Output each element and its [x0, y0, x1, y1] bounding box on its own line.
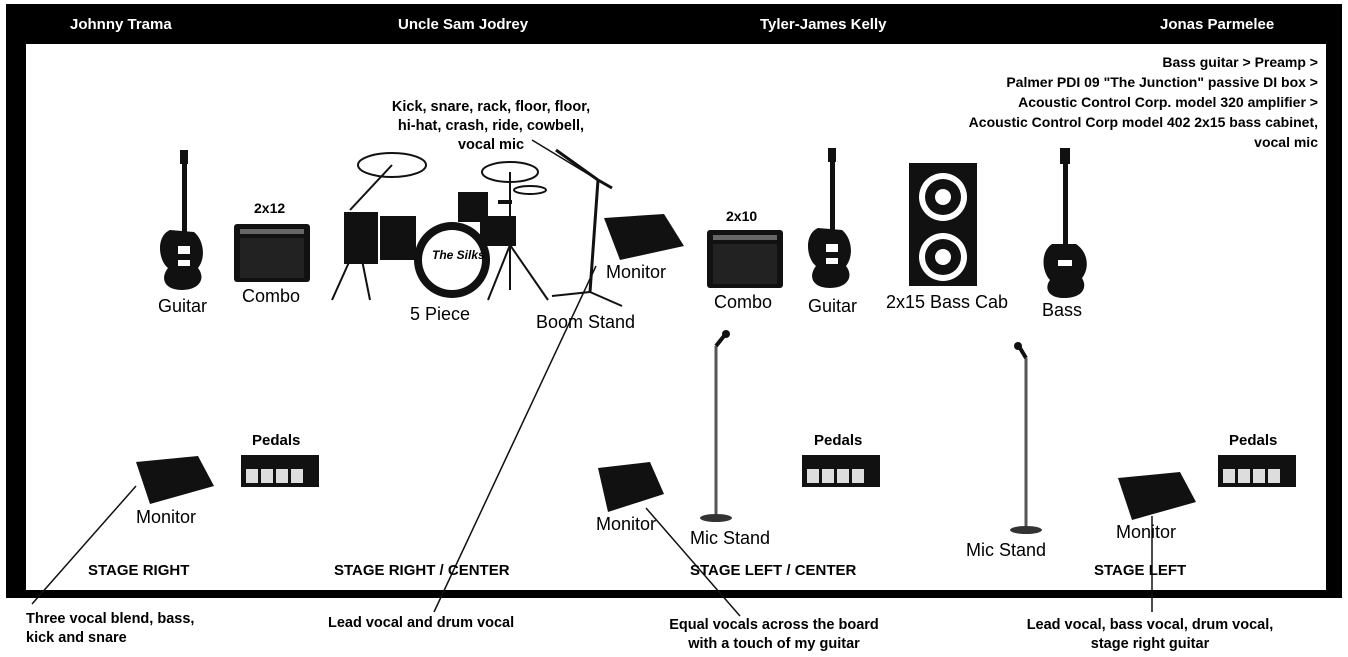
stage-area	[26, 44, 1326, 590]
monitor-mix-3-line-1: Equal vocals across the board	[669, 617, 879, 633]
drum-logo: The Silks	[432, 248, 485, 262]
mic-stand-2-icon	[1010, 342, 1042, 534]
bass-chain-line-2: Palmer PDI 09 "The Junction" passive DI …	[1006, 74, 1318, 90]
monitor-mix-4-line-2: stage right guitar	[1090, 636, 1210, 652]
member-name-stage-left: Jonas Parmelee	[1160, 16, 1275, 33]
callout-line-drums-note	[531, 139, 599, 181]
guitar-right-label: Guitar	[808, 296, 858, 316]
bass-chain-line-1: Bass guitar > Preamp >	[1162, 54, 1318, 70]
monitor-mix-1: Three vocal blend, bass, kick and snare	[26, 610, 194, 648]
callout-line-3	[645, 507, 741, 617]
bass-cab-label: 2x15 Bass Cab	[886, 292, 1009, 312]
member-name-stage-right: Johnny Trama	[70, 16, 172, 33]
monitor-3-icon	[1118, 472, 1196, 520]
bass-chain-line-4: Acoustic Control Corp model 402 2x15 bas…	[968, 114, 1318, 130]
bass-chain-line-5: vocal mic	[1254, 134, 1318, 150]
pedals-2-icon	[802, 455, 880, 487]
monitor-drum-icon	[604, 214, 684, 260]
pedals-1-label: Pedals	[252, 432, 301, 449]
pedals-1-icon	[241, 455, 319, 487]
mic-stand-1-icon	[700, 330, 732, 522]
bass-cabinet-icon	[909, 163, 977, 286]
bass-signal-chain: Bass guitar > Preamp > Palmer PDI 09 "Th…	[969, 52, 1318, 152]
drum-kit-description: Kick, snare, rack, floor, floor, hi-hat,…	[360, 98, 622, 155]
combo-left-label: Combo	[242, 286, 301, 306]
pedals-2-label: Pedals	[814, 432, 863, 449]
drum-kit-label: 5 Piece	[410, 304, 471, 324]
guitar-right-icon	[808, 148, 851, 288]
monitor-2-label: Monitor	[596, 514, 657, 534]
monitor-3-label: Monitor	[1116, 522, 1177, 542]
pedals-3-label: Pedals	[1229, 432, 1278, 449]
zone-stage-right: STAGE RIGHT	[88, 562, 190, 579]
member-name-drums: Uncle Sam Jodrey	[398, 16, 529, 33]
monitor-mix-2: Lead vocal and drum vocal	[328, 614, 514, 633]
bass-chain-line-3: Acoustic Control Corp. model 320 amplifi…	[1018, 94, 1318, 110]
guitar-left-label: Guitar	[158, 296, 208, 316]
combo-left-size: 2x12	[254, 200, 286, 216]
callout-line-1	[31, 485, 137, 605]
zone-stage-right-center: STAGE RIGHT / CENTER	[334, 562, 510, 579]
drum-note-line-1: Kick, snare, rack, floor, floor,	[391, 99, 591, 115]
monitor-mix-3-line-2: with a touch of my guitar	[688, 636, 860, 652]
pedals-3-icon	[1218, 455, 1296, 487]
monitor-mix-3: Equal vocals across the board with a tou…	[646, 616, 902, 654]
monitor-2-icon	[598, 462, 664, 512]
member-name-stage-left-center: Tyler-James Kelly	[760, 16, 887, 33]
combo-amp-left-icon	[234, 224, 310, 282]
combo-right-label: Combo	[714, 292, 773, 312]
combo-right-size: 2x10	[726, 208, 758, 224]
monitor-drum-label: Monitor	[606, 262, 667, 282]
callout-line-2	[433, 265, 597, 613]
bass-label: Bass	[1042, 300, 1083, 320]
combo-amp-right-icon	[707, 230, 783, 288]
monitor-1-label: Monitor	[136, 507, 197, 527]
monitor-mix-4-line-1: Lead vocal, bass vocal, drum vocal,	[1026, 617, 1274, 633]
monitor-mix-1-line-2: kick and snare	[26, 630, 127, 646]
guitar-left-icon	[160, 150, 203, 290]
drum-note-line-3: vocal mic	[457, 137, 525, 153]
mic-stand-2-label: Mic Stand	[966, 540, 1047, 560]
monitor-mix-4: Lead vocal, bass vocal, drum vocal, stag…	[1000, 616, 1300, 654]
drum-note-line-2: hi-hat, crash, ride, cowbell,	[397, 118, 585, 134]
monitor-1-icon	[136, 456, 214, 504]
boom-stand-label: Boom Stand	[536, 312, 636, 332]
bass-guitar-icon	[1043, 148, 1087, 298]
mic-stand-1-label: Mic Stand	[690, 528, 771, 548]
monitor-mix-1-line-1: Three vocal blend, bass,	[26, 611, 195, 627]
zone-stage-left: STAGE LEFT	[1094, 562, 1187, 579]
monitor-mix-2-line-1: Lead vocal and drum vocal	[328, 615, 515, 631]
drum-kit-icon	[331, 152, 549, 301]
zone-stage-left-center: STAGE LEFT / CENTER	[690, 562, 857, 579]
